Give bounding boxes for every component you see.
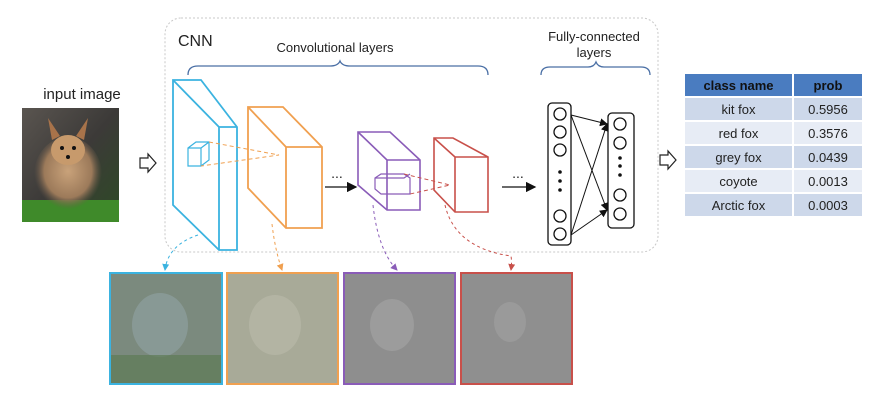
fc-layer-2-dots (618, 156, 622, 177)
receptive-field-lines-2 (403, 173, 451, 195)
conv-layer-3 (357, 131, 421, 211)
prob-cell: 0.0013 (794, 170, 862, 192)
ellipsis-2: ... (512, 165, 524, 181)
feature-map-4 (460, 272, 573, 385)
prob-cell: 0.0439 (794, 146, 862, 168)
cnn-title: CNN (178, 33, 213, 50)
arrow-right-icon (139, 152, 157, 174)
class-name-cell: coyote (685, 170, 792, 192)
prob-cell: 0.5956 (794, 98, 862, 120)
prob-cell: 0.0003 (794, 194, 862, 216)
conv-layer-4 (433, 137, 489, 213)
connector-4 (444, 204, 516, 271)
feature-map-3 (343, 272, 456, 385)
fc-label-line1: Fully-connected (548, 29, 640, 44)
ellipsis-1: ... (331, 165, 343, 181)
class-name-cell: Arctic fox (685, 194, 792, 216)
conv-brace (187, 59, 489, 76)
cnn-box (164, 17, 659, 253)
fc-connections (570, 114, 609, 236)
prob-cell: 0.3576 (794, 122, 862, 144)
input-fox-image (22, 108, 119, 222)
fc-layer-2 (607, 112, 635, 229)
class-name-cell: grey fox (685, 146, 792, 168)
feature-map-1 (109, 272, 223, 385)
fc-label-line2: layers (577, 45, 612, 60)
receptive-field-lines-1 (200, 141, 280, 167)
fc-layer-1-dots (558, 170, 562, 192)
fc-brace (540, 60, 651, 76)
class-name-cell: kit fox (685, 98, 792, 120)
connector-3 (372, 204, 398, 271)
feature-map-2 (226, 272, 339, 385)
conv-layer-1 (172, 79, 238, 251)
conv-layers-label: Convolutional layers (276, 40, 394, 55)
arrow-right-icon (659, 149, 677, 171)
input-image-label: input image (43, 86, 121, 103)
conv-layer-2 (247, 106, 323, 229)
header-prob: prob (794, 74, 862, 96)
connector-2 (271, 223, 284, 271)
header-class-name: class name (685, 74, 792, 96)
class-name-cell: red fox (685, 122, 792, 144)
fc-layer-1 (547, 102, 572, 246)
